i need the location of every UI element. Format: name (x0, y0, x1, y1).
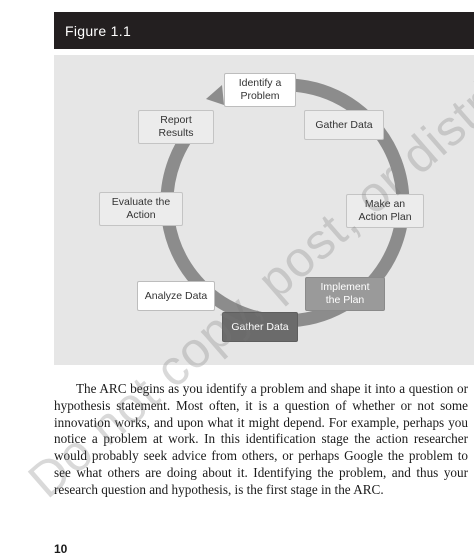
node-make-action-plan-label: Make an Action Plan (358, 198, 412, 223)
figure-label-text: Figure 1.1 (65, 22, 132, 39)
node-identify-problem: Identify a Problem (224, 73, 296, 107)
node-implement-plan: Implement the Plan (305, 277, 385, 311)
node-report-results-label: Report Results (158, 114, 194, 139)
node-report-results: Report Results (138, 110, 214, 144)
arc-cycle-diagram: Identify a Problem Gather Data Make an A… (54, 55, 474, 365)
node-analyze-data-label: Analyze Data (144, 289, 208, 302)
node-identify-problem-label: Identify a Problem (238, 77, 282, 102)
node-implement-plan-label: Implement the Plan (320, 281, 370, 306)
body-paragraph: The ARC begins as you identify a problem… (54, 381, 468, 499)
node-gather-data-bottom-label: Gather Data (231, 320, 289, 333)
node-analyze-data: Analyze Data (137, 281, 215, 311)
page-number: 10 (54, 542, 68, 556)
node-gather-data-top: Gather Data (304, 110, 384, 140)
figure-label: Figure 1.1 (54, 12, 474, 49)
cycle-arrowhead-icon (206, 85, 224, 105)
node-evaluate-action: Evaluate the Action (99, 192, 183, 226)
node-make-action-plan: Make an Action Plan (346, 194, 424, 228)
node-evaluate-action-label: Evaluate the Action (111, 196, 171, 221)
node-gather-data-bottom: Gather Data (222, 312, 298, 342)
node-gather-data-top-label: Gather Data (315, 118, 373, 131)
body-paragraph-text: The ARC begins as you identify a problem… (54, 381, 468, 497)
